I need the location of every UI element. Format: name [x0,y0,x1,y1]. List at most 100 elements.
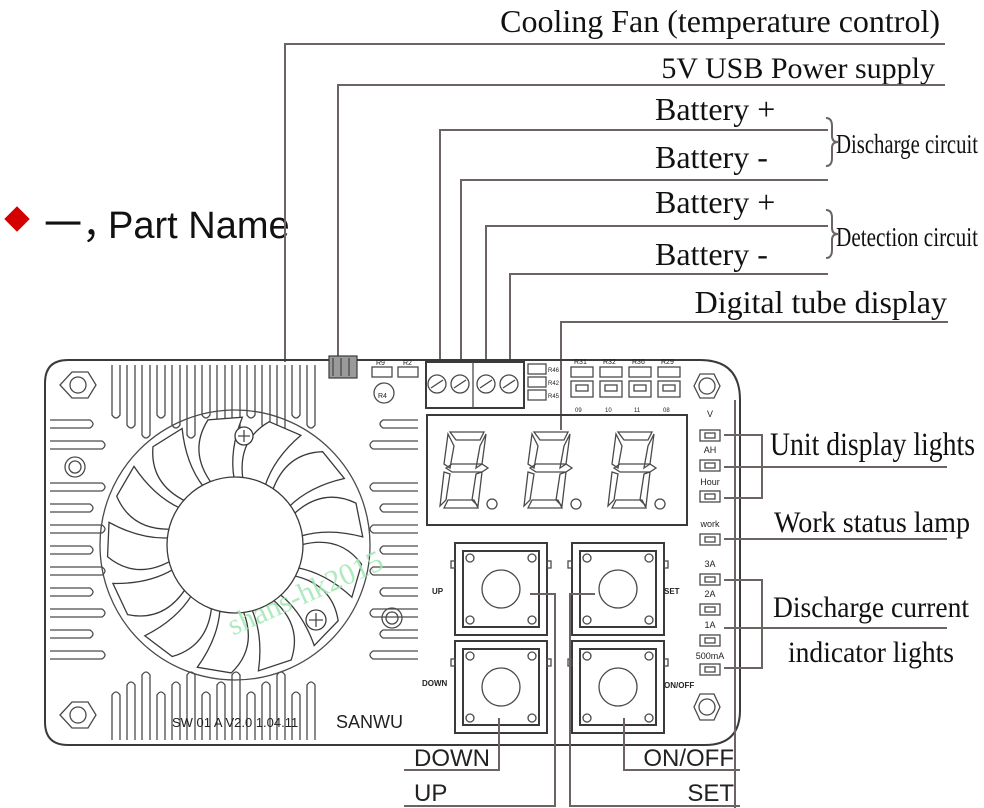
segment-c [639,471,651,508]
fan-blade [115,465,181,530]
top-callouts: Cooling Fan (temperature control) 5V USB… [500,3,978,320]
bottom-callouts: DOWN UP ON/OFF SET [404,593,740,807]
segment-d [442,499,480,509]
fin-right [369,566,418,576]
button-pin [527,553,537,563]
fan-screw-top [234,426,254,446]
resistor [657,366,681,378]
button-cap [481,667,521,707]
fin-top [126,365,136,429]
segment-a [616,431,654,441]
pad [633,384,647,392]
detection-brace [825,209,839,259]
button-inner [579,550,657,628]
fin-top [186,365,196,439]
segment-g [528,463,574,473]
pad [604,384,618,392]
section-heading: 一， Part Name [4,205,290,247]
fin-right [369,608,418,618]
fin-right [379,503,418,513]
led-lens [704,576,716,583]
led-lens [704,493,716,500]
pad-frame [628,380,652,398]
digital-tube-display [426,414,688,526]
button-tab [546,658,552,667]
led-lens [704,536,716,543]
button-pin [465,553,475,563]
segment-f [611,431,623,470]
fan-screw-bottom [305,609,327,631]
resistor [628,366,652,378]
section-number: 一， [44,205,120,247]
fin-left [50,629,94,639]
terminal-screw [450,374,470,394]
led-lens [704,462,716,469]
leader-set [569,593,740,807]
callout-discharge-battery-plus: Battery + [655,91,775,127]
cooling-fan [99,409,371,681]
fan-blade [292,496,364,538]
fin-top [246,365,256,419]
label-r2: R2 [403,360,412,367]
pad-frame [570,380,594,398]
button-body [454,542,548,636]
callout-set: SET [687,780,734,807]
label-r46: R46 [548,368,560,374]
led-label: V [707,409,713,419]
button-inner [579,648,657,726]
button-tab [546,560,552,569]
button-pin [644,553,654,563]
leader-digital-tube [560,321,948,430]
fan-hub [166,476,304,614]
board-label-onoff: ON/OFF [664,681,694,690]
button-pin [582,651,592,661]
button-cap [481,569,521,609]
leader-discharge-minus [460,179,828,362]
mount-hole-top-left [59,371,97,399]
led-indicator [699,634,721,647]
leader-usb-power [337,84,945,362]
segment-g [444,463,490,473]
label-r45: R45 [548,394,560,400]
button-tab [663,560,669,569]
button-pin [582,553,592,563]
group-discharge-circuit: Discharge circuit [836,129,978,159]
mount-hole-top-right [693,373,721,399]
led-indicator [699,533,721,546]
button-pin [527,713,537,723]
terminal-screw [476,374,496,394]
leader-cooling-fan [284,43,945,362]
label-r42: R42 [548,381,560,387]
button-set [567,542,669,636]
segment-e [439,471,451,508]
segment-dp [486,498,498,510]
mount-hole-bottom-right [693,693,721,721]
fin-left [50,566,106,576]
led-label: 2A [704,589,715,599]
segment-b [559,433,571,470]
fin-bottom [261,681,271,740]
pad-08: 08 [663,408,670,414]
fin-right [379,629,418,639]
resistors-top-left: R9 R2 R4 [371,360,419,404]
callout-digital-tube: Digital tube display [695,284,947,320]
fin-bottom [306,681,316,740]
fin-top [306,365,316,429]
fin-bottom [216,681,226,740]
fin-left [50,503,94,513]
button-pin [465,713,475,723]
fin-right [369,650,418,660]
resistor [570,366,594,378]
leader-current-bracket [724,579,763,669]
segment-c [471,471,483,508]
led-indicator [699,459,721,472]
fin-top [171,365,181,429]
button-tab [450,658,456,667]
callout-onoff: ON/OFF [643,745,734,772]
button-inner [462,648,540,726]
button-tab [450,560,456,569]
segment-e [607,471,619,508]
button-pin [582,615,592,625]
led-lens [704,637,716,644]
